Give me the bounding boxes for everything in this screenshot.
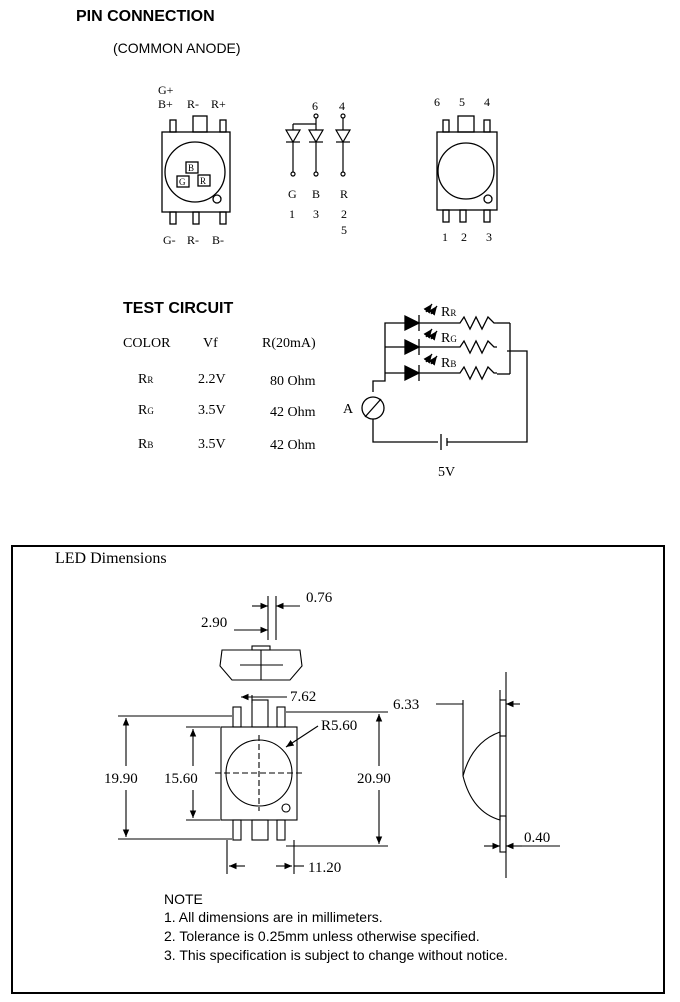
dim-7-62: 7.62 xyxy=(290,689,316,705)
schematic-num-3: 3 xyxy=(313,207,319,221)
led-dimensions-frame xyxy=(11,545,665,994)
ammeter-label: A xyxy=(343,402,354,417)
pkg-pin-3: 3 xyxy=(486,230,492,244)
chip-r: R xyxy=(200,176,206,186)
row-color-sub: R xyxy=(147,375,154,385)
row-resistance: 80 Ohm xyxy=(270,374,316,389)
table-header-vf: Vf xyxy=(203,336,218,351)
table-row: RR xyxy=(138,372,153,388)
row-color-sub: B xyxy=(147,440,154,450)
dim-15-60: 15.60 xyxy=(164,771,198,787)
dimension-labels: 0.76 2.90 7.62 R5.60 19.90 15.60 20.90 1… xyxy=(104,590,550,876)
note-item: 1. All dimensions are in millimeters. xyxy=(164,909,383,925)
row-vf: 2.2V xyxy=(198,372,226,387)
schematic-num-5: 5 xyxy=(341,223,347,237)
pin-label-r-minus-bottom: R- xyxy=(187,233,199,247)
pkg-pin-6: 6 xyxy=(434,95,440,109)
diode-schematic: 6 4 G B R 1 3 2 5 xyxy=(284,99,352,237)
led-package-front: G+ B+ R- R+ B G R G- R- B- xyxy=(158,83,231,247)
pin-connection-subtitle: (COMMON ANODE) xyxy=(113,40,241,56)
schematic-letter-g: G xyxy=(288,187,297,201)
pin-label-b-plus: B+ xyxy=(158,97,173,111)
pin-label-g-minus: G- xyxy=(163,233,176,247)
note-item: 2. Tolerance is 0.25mm unless otherwise … xyxy=(164,928,480,944)
pkg-pin-2: 2 xyxy=(461,230,467,244)
schematic-pin-4: 4 xyxy=(339,99,345,113)
test-circuit-labels: RR RG RB A 5V xyxy=(343,305,457,480)
dimension-drawing xyxy=(118,596,560,878)
test-circuit-title: TEST CIRCUIT xyxy=(123,300,234,317)
schematic-num-1: 1 xyxy=(289,207,295,221)
schematic-pin-6: 6 xyxy=(312,99,318,113)
resistor-label-b: RB xyxy=(441,356,456,371)
schematic-num-2: 2 xyxy=(341,207,347,221)
dim-0-40: 0.40 xyxy=(524,830,550,846)
row-vf: 3.5V xyxy=(198,437,226,452)
row-color: R xyxy=(138,372,148,387)
pin-label-b-minus: B- xyxy=(212,233,224,247)
row-resistance: 42 Ohm xyxy=(270,405,316,420)
dim-20-90: 20.90 xyxy=(357,771,391,787)
led-dimensions-title: LED Dimensions xyxy=(55,550,167,567)
table-row: RB xyxy=(138,437,153,453)
row-vf: 3.5V xyxy=(198,403,226,418)
row-color-sub: G xyxy=(147,406,154,416)
battery-label: 5V xyxy=(438,465,455,480)
chip-g: G xyxy=(179,177,186,187)
pin-connection-title: PIN CONNECTION xyxy=(76,8,215,25)
row-color: R xyxy=(138,403,148,418)
pin-label-r-minus: R- xyxy=(187,97,199,111)
pkg-pin-4: 4 xyxy=(484,95,490,109)
chip-b: B xyxy=(188,163,194,173)
led-package-top: 6 5 4 1 2 3 xyxy=(434,95,498,244)
table-row: RG xyxy=(138,403,154,419)
pin-label-g-plus: G+ xyxy=(158,83,174,97)
dim-11-20: 11.20 xyxy=(308,860,341,876)
note-item: 3. This specification is subject to chan… xyxy=(164,947,508,963)
dim-0-76: 0.76 xyxy=(306,590,333,606)
pkg-pin-5: 5 xyxy=(459,95,465,109)
pkg-pin-1: 1 xyxy=(442,230,448,244)
resistor-label-r: RR xyxy=(441,305,456,320)
resistor-label-g: RG xyxy=(441,331,457,346)
table-header-resistance: R(20mA) xyxy=(262,336,316,351)
dim-19-90: 19.90 xyxy=(104,771,138,787)
schematic-letter-r: R xyxy=(340,187,348,201)
dim-r5-60: R5.60 xyxy=(321,718,357,734)
row-color: R xyxy=(138,437,148,452)
table-header-color: COLOR xyxy=(123,336,171,351)
schematic-letter-b: B xyxy=(312,187,320,201)
note-title: NOTE xyxy=(164,891,203,907)
pin-label-r-plus: R+ xyxy=(211,97,226,111)
dim-6-33: 6.33 xyxy=(393,697,419,713)
row-resistance: 42 Ohm xyxy=(270,438,316,453)
test-circuit-schematic xyxy=(361,303,528,450)
dim-2-90: 2.90 xyxy=(201,615,227,631)
